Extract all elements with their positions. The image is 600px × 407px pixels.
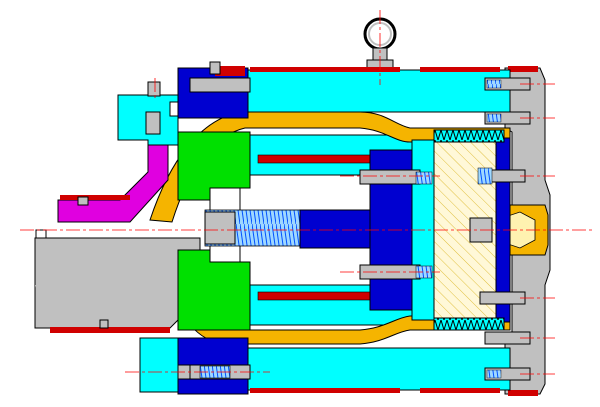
housing-bottom [239, 347, 511, 391]
front-shaft [34, 229, 201, 333]
center-spring [204, 209, 376, 249]
housing-top [239, 69, 511, 113]
centerlines [20, 10, 595, 375]
